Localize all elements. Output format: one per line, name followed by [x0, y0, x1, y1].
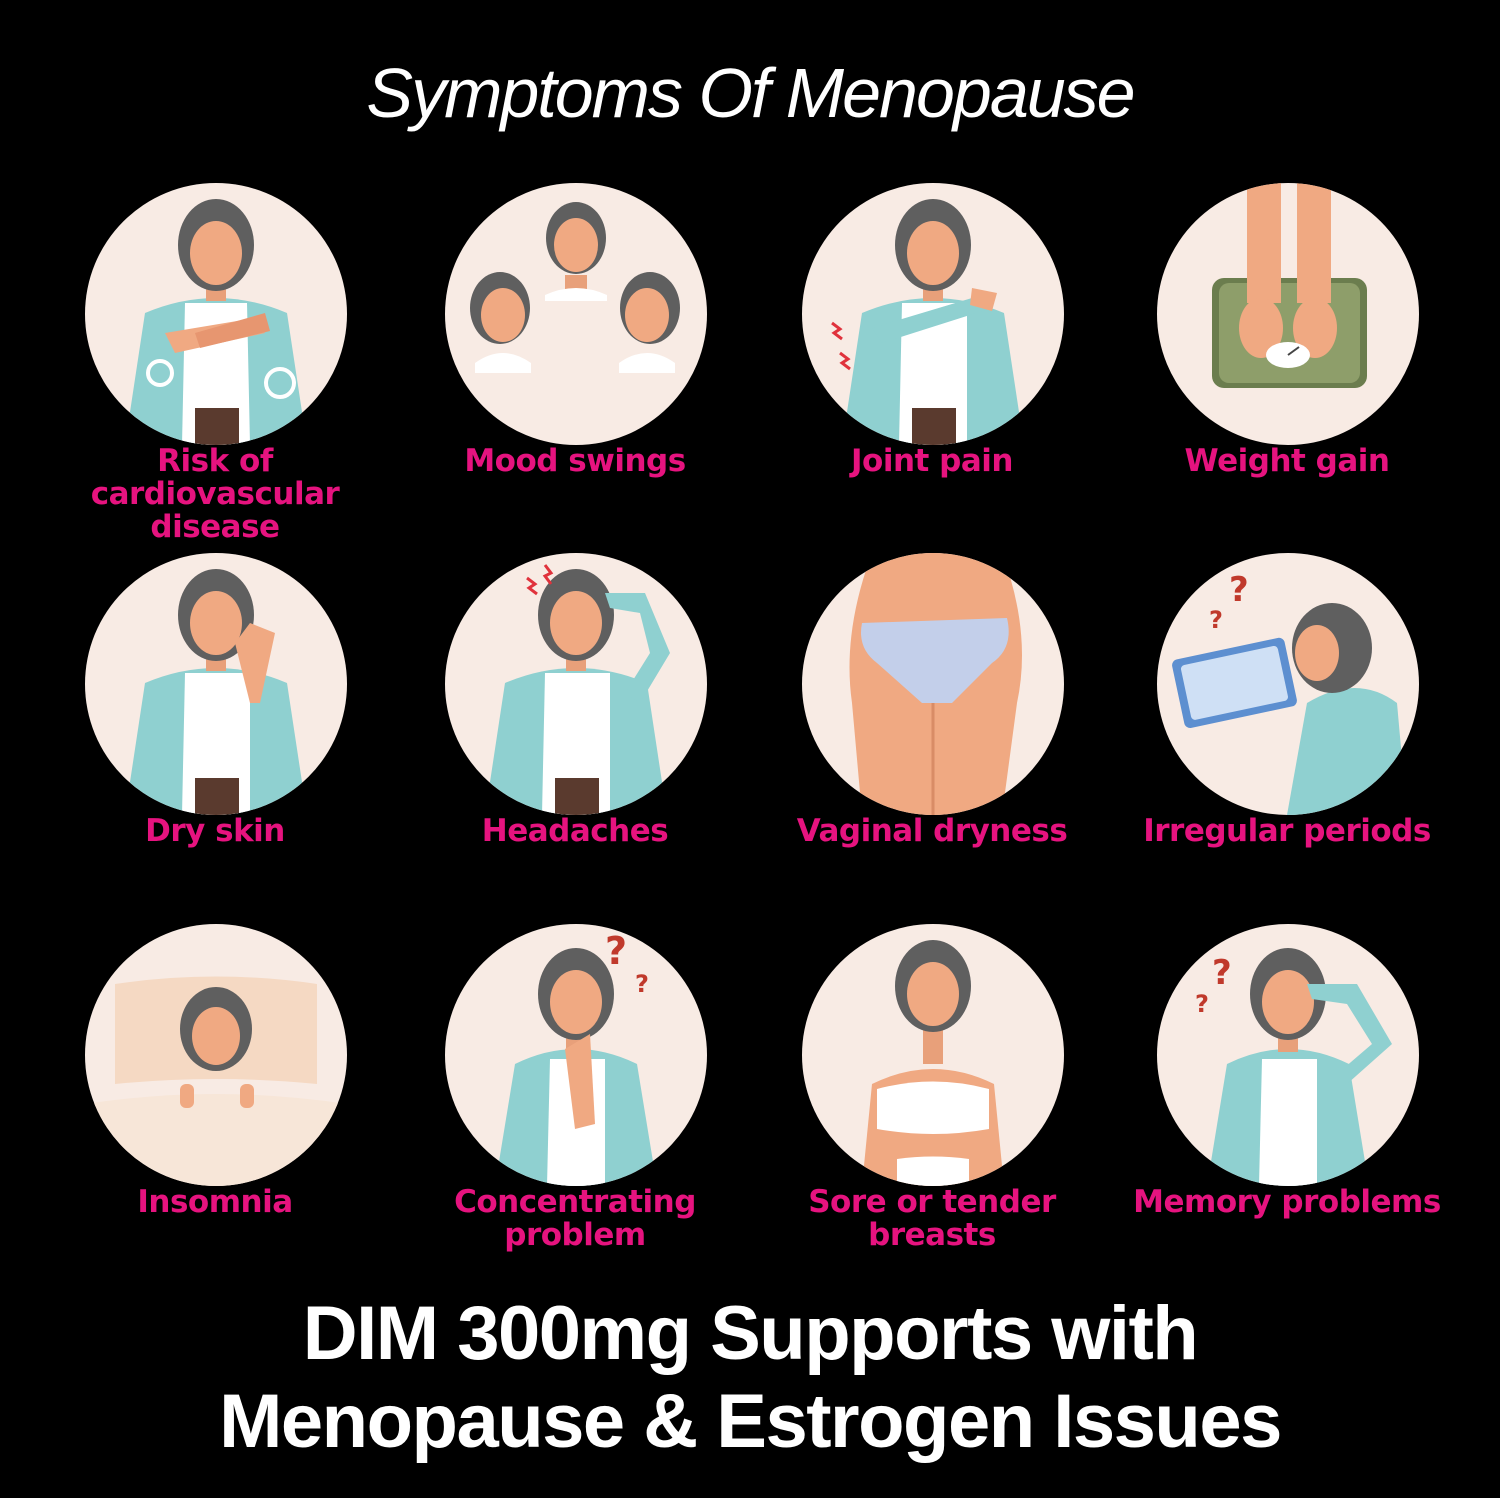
hand-on-face-woman-icon	[85, 553, 347, 815]
svg-text:?: ?	[635, 970, 649, 998]
thinking-woman-icon: ? ?	[445, 924, 707, 1186]
svg-text:?: ?	[605, 929, 627, 973]
woman-with-calendar-icon: ? ?	[1157, 553, 1419, 815]
three-faces-icon	[445, 183, 707, 445]
symptom-label: Sore or tender breasts	[808, 1184, 1056, 1253]
woman-in-bed-icon	[85, 924, 347, 1186]
svg-text:?: ?	[1209, 606, 1223, 634]
symptom-label: Irregular periods	[1143, 813, 1431, 849]
svg-text:?: ?	[1212, 953, 1232, 993]
symptom-label: Risk of cardiovascular disease	[90, 443, 340, 545]
symptom-label: Dry skin	[145, 813, 285, 849]
symptom-label: Headaches	[481, 813, 669, 849]
page-title: Symptoms Of Menopause	[366, 54, 1135, 132]
symptom-label: Insomnia	[137, 1184, 293, 1220]
symptom-label: Vaginal dryness	[796, 813, 1068, 849]
symptom-label: Concentrating problem	[454, 1184, 696, 1253]
svg-text:?: ?	[1229, 570, 1249, 610]
footer-line-2: Menopause & Estrogen Issues	[219, 1379, 1282, 1464]
hand-on-head-woman-icon	[445, 553, 707, 815]
shoulder-pain-woman-icon	[802, 183, 1064, 445]
symptom-label: Weight gain	[1184, 443, 1390, 479]
forgetful-woman-icon: ? ?	[1157, 924, 1419, 1186]
woman-holding-chest-icon	[802, 924, 1064, 1186]
symptom-label: Mood swings	[464, 443, 686, 479]
svg-text:?: ?	[1195, 990, 1209, 1018]
symptom-label: Joint pain	[851, 443, 1013, 479]
feet-on-scale-icon	[1157, 183, 1419, 445]
chest-pain-woman-icon	[85, 183, 347, 445]
hips-underwear-icon	[802, 553, 1064, 815]
symptom-label: Memory problems	[1133, 1184, 1441, 1220]
footer-line-1: DIM 300mg Supports with	[302, 1291, 1199, 1376]
